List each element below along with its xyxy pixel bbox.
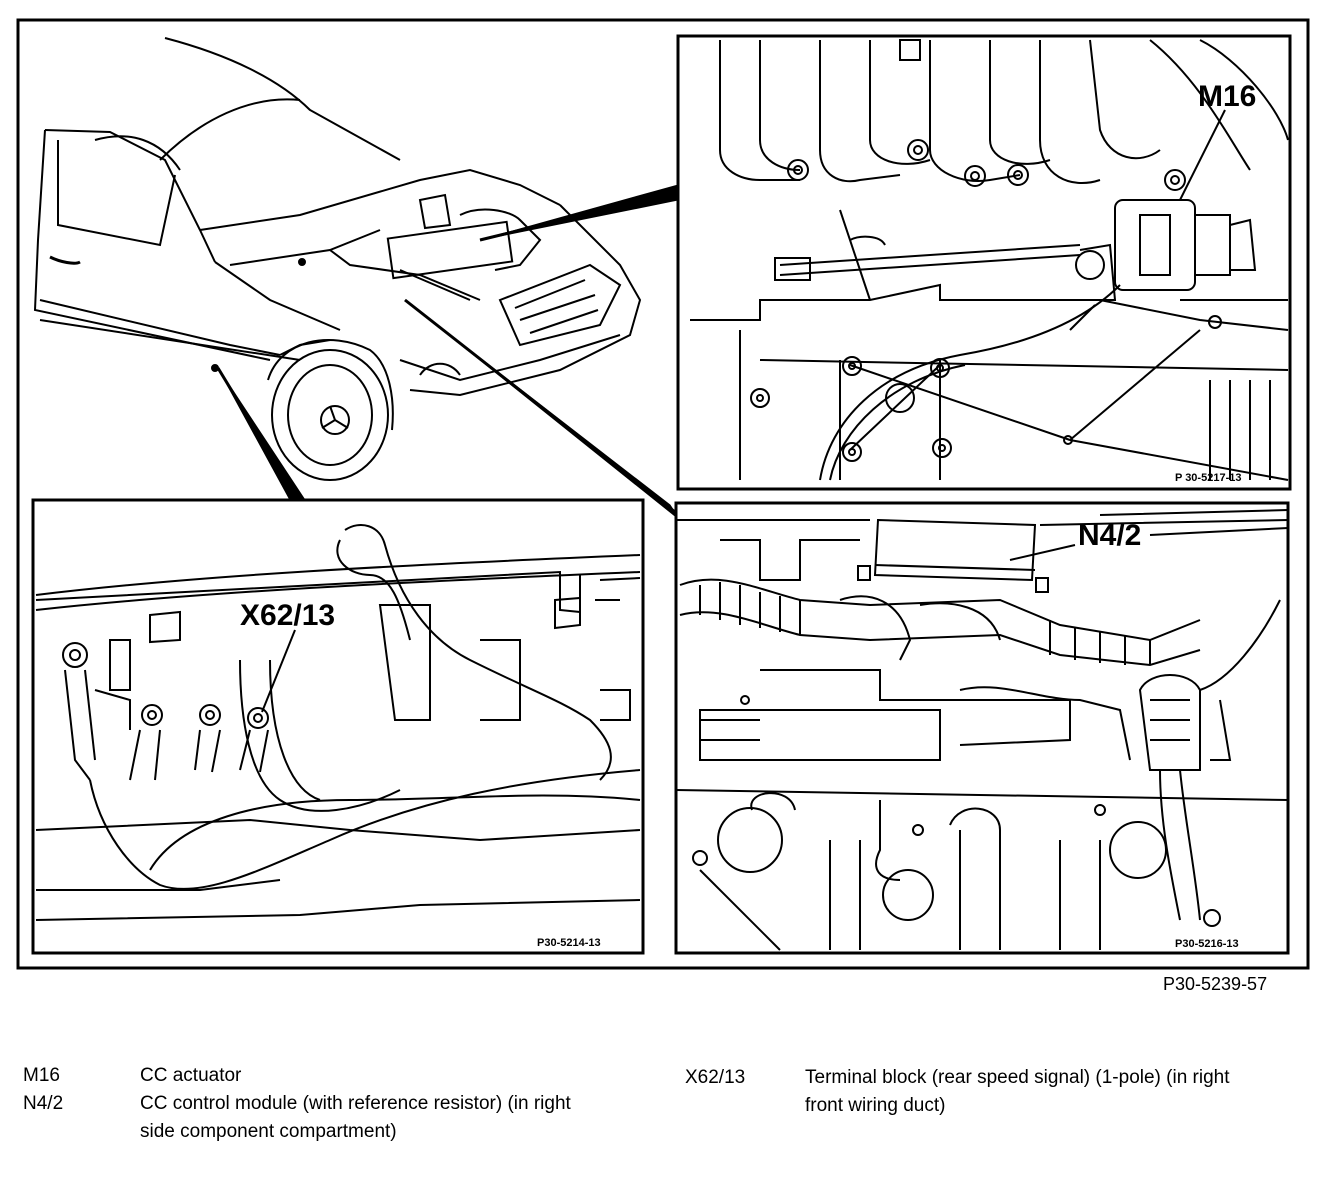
legend-desc-x62-13: Terminal block (rear speed signal) (1-po…	[805, 1067, 1230, 1116]
component-location-diagram: M16 P 30-5217-13	[16, 18, 1310, 994]
module-ref-code: P30-5216-13	[1175, 938, 1239, 950]
legend-desc-n4-2: CC control module (with reference resist…	[140, 1093, 571, 1142]
legend-code-n4-2: N4/2	[23, 1093, 64, 1114]
legend: M16 CC actuator N4/2 CC control module (…	[0, 1062, 1344, 1162]
figure-code: P30-5239-57	[1163, 974, 1267, 994]
pointer-lines	[216, 184, 681, 521]
module-callout: N4/2	[1078, 519, 1141, 552]
panel-module: N4/2 P30-5216-13	[674, 501, 1290, 955]
car-overview-illustration	[33, 37, 642, 481]
terminal-callout: X62/13	[240, 599, 335, 632]
terminal-ref-code: P30-5214-13	[537, 937, 601, 949]
actuator-ref-code: P 30-5217-13	[1175, 472, 1241, 484]
actuator-callout: M16	[1198, 80, 1256, 113]
legend-code-m16: M16	[23, 1065, 60, 1086]
panel-terminal: X62/13 P30-5214-13	[31, 498, 645, 955]
legend-desc-m16: CC actuator	[140, 1065, 242, 1086]
panel-actuator: M16 P 30-5217-13	[676, 34, 1292, 491]
legend-code-x62-13: X62/13	[685, 1067, 746, 1088]
